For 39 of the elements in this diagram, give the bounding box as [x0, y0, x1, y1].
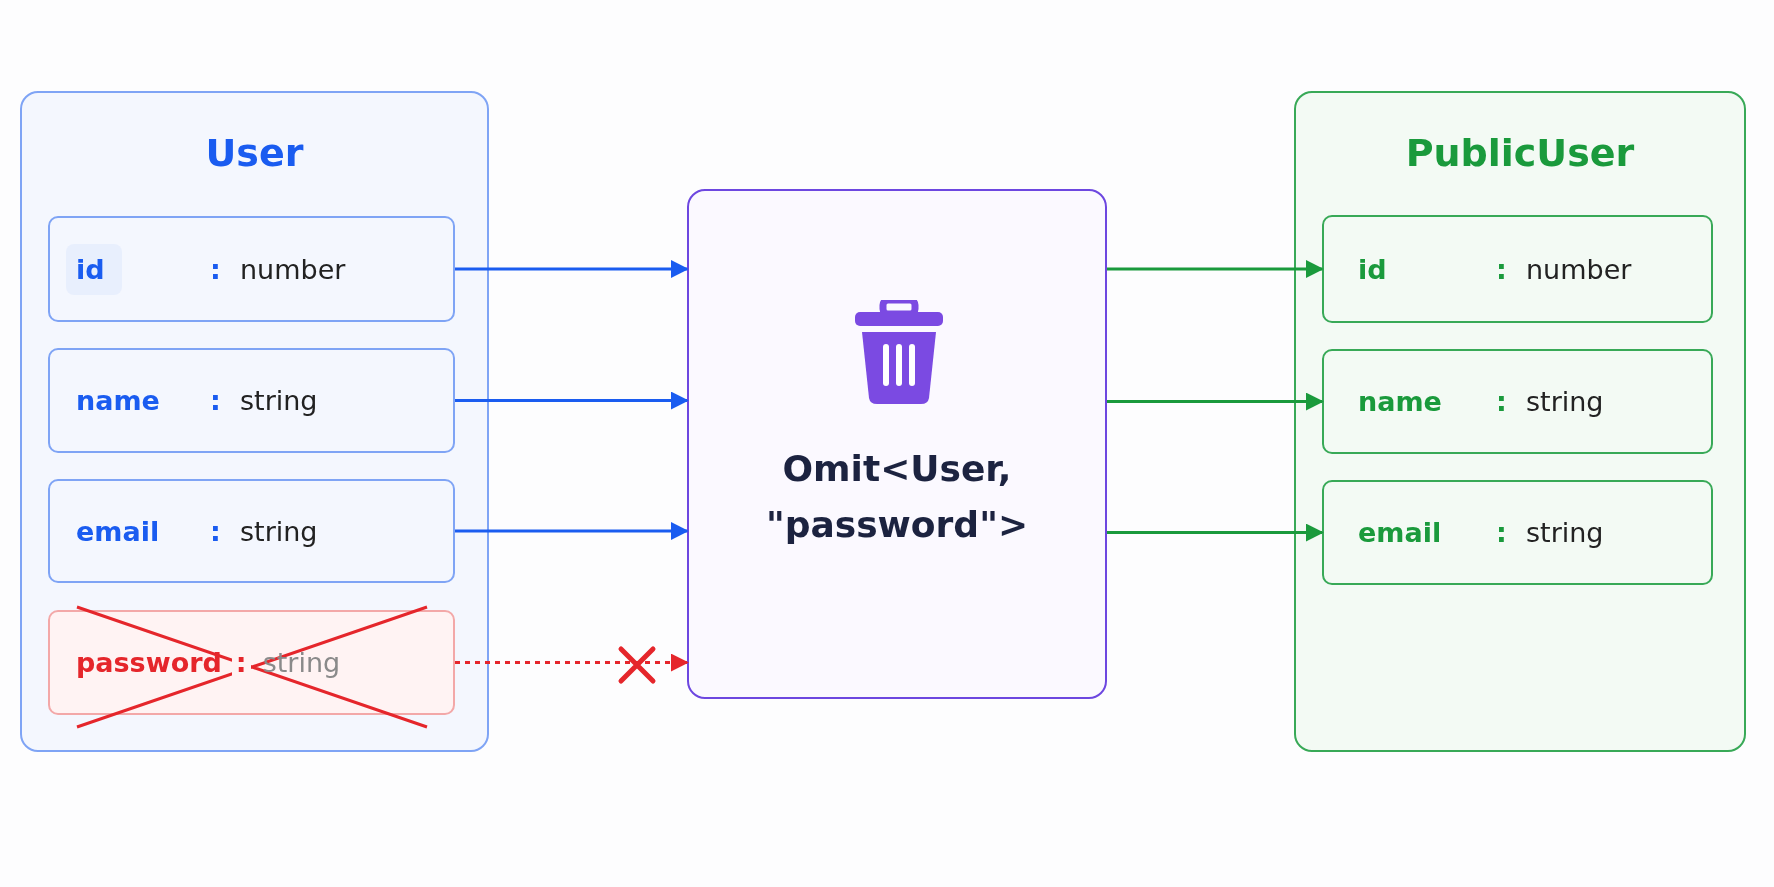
field-type: string	[262, 647, 341, 678]
transform-box	[687, 189, 1107, 699]
field-row	[1322, 349, 1713, 454]
colon: :	[1496, 517, 1508, 548]
arrow	[1107, 260, 1324, 278]
field-type: number	[240, 253, 346, 285]
field-type: string	[240, 385, 318, 416]
field-name: password	[75, 646, 223, 680]
colon: :	[210, 515, 222, 547]
field-type: number	[1526, 253, 1632, 285]
field-row	[1322, 215, 1713, 323]
type-expression: Omit<User, "password">	[764, 447, 1030, 547]
field-type: string	[1526, 517, 1604, 548]
arrow	[1107, 392, 1324, 411]
field-name: id	[1357, 252, 1388, 287]
colon: :	[1496, 386, 1508, 417]
field-name: name	[1357, 385, 1443, 419]
class-title: PublicUser	[1404, 131, 1636, 175]
class-panel	[20, 91, 489, 752]
colon: :	[1496, 253, 1508, 285]
field-name: name	[75, 384, 161, 418]
class-title: User	[204, 131, 305, 175]
arrow	[1107, 523, 1324, 542]
field-name: email	[75, 514, 161, 549]
field-row	[1322, 480, 1713, 585]
colon: :	[210, 253, 222, 285]
field-row	[48, 479, 455, 583]
arrow	[455, 522, 689, 540]
field-type: string	[1526, 386, 1604, 417]
arrow	[455, 391, 689, 410]
colon: :	[210, 385, 222, 416]
field-row	[48, 216, 455, 322]
arrow	[455, 260, 689, 278]
class-panel	[1294, 91, 1746, 752]
field-name: id	[66, 243, 122, 295]
field-type: string	[240, 515, 318, 547]
field-row	[48, 348, 455, 453]
arrow	[455, 653, 689, 672]
field-name: email	[1357, 516, 1443, 550]
